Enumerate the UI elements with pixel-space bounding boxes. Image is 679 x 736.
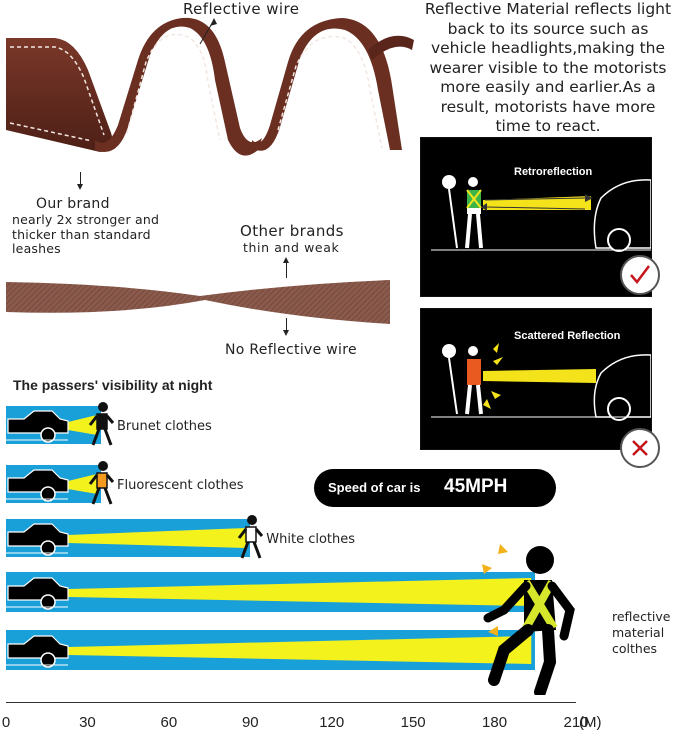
scattered-reflection-title: Scattered Reflection xyxy=(514,330,621,342)
clothes-label: Fluorescent clothes xyxy=(117,478,244,493)
up-arrow-icon xyxy=(286,262,287,278)
visibility-title: The passers' visibility at night xyxy=(13,377,213,393)
check-badge xyxy=(620,255,660,295)
axis-unit: (M) xyxy=(579,714,602,731)
reflective-wire-label: Reflective wire xyxy=(183,0,300,18)
distance-axis-line xyxy=(6,702,576,703)
visibility-row xyxy=(6,630,536,670)
reflective-description: Reflective Material reflects light back … xyxy=(424,0,672,135)
our-brand-title: Our brand xyxy=(36,196,110,212)
axis-tick-label: 210 xyxy=(563,714,589,731)
clothes-label: Brunet clothes xyxy=(117,419,212,434)
pedestrian-icon xyxy=(87,401,115,451)
speed-badge: Speed of car is 45MPH xyxy=(314,469,556,507)
axis-tick-label: 60 xyxy=(160,714,178,731)
axis-tick-label: 30 xyxy=(79,714,96,731)
axis-tick-label: 150 xyxy=(400,714,426,731)
pedestrian-icon xyxy=(236,514,264,564)
retroreflection-title: Retroreflection xyxy=(514,166,593,178)
reflective-runner-icon xyxy=(474,540,584,699)
down-arrow-head-icon xyxy=(283,330,289,336)
axis-tick-label: 90 xyxy=(241,714,259,731)
car-icon xyxy=(7,635,69,659)
visibility-row xyxy=(6,518,251,558)
car-icon xyxy=(7,523,69,547)
axis-tick-label: 0 xyxy=(1,714,11,731)
down-arrow-icon xyxy=(80,172,81,186)
axis-tick-label: 120 xyxy=(319,714,345,731)
down-arrow-icon xyxy=(286,318,287,332)
other-brands-title: Other brands xyxy=(240,222,344,240)
no-reflective-wire-label: No Reflective wire xyxy=(225,342,357,358)
axis-tick-label: 180 xyxy=(482,714,508,731)
scattered-reflection-panel xyxy=(420,308,652,450)
pedestrian-icon xyxy=(87,460,115,510)
check-icon xyxy=(630,265,650,284)
car-icon xyxy=(7,577,69,601)
up-arrow-head-icon xyxy=(283,257,289,263)
visibility-bar xyxy=(6,406,101,444)
visibility-bar xyxy=(6,572,536,612)
visibility-row xyxy=(6,464,101,504)
our-brand-text: nearly 2x stronger and thicker than stan… xyxy=(12,212,160,256)
retroreflection-illustration xyxy=(431,175,651,252)
retroreflection-panel xyxy=(420,137,652,297)
speed-value: 45MPH xyxy=(444,476,508,497)
visibility-bar xyxy=(6,630,536,670)
clothes-label: White clothes xyxy=(266,532,356,547)
visibility-row xyxy=(6,405,101,445)
car-icon xyxy=(7,410,69,434)
reflective-leash-image xyxy=(6,17,414,156)
other-brands-subtitle: thin and weak xyxy=(243,240,340,255)
cross-icon xyxy=(632,440,648,456)
visibility-bar xyxy=(6,465,101,503)
scattered-reflection-illustration xyxy=(431,343,651,421)
down-arrow-head-icon xyxy=(77,184,83,190)
thin-strap-image xyxy=(6,280,390,324)
visibility-bar xyxy=(6,519,251,557)
reflective-material-label: reflective material colthes xyxy=(612,609,671,656)
car-icon xyxy=(7,469,69,493)
visibility-row xyxy=(6,572,536,612)
cross-badge xyxy=(620,428,660,468)
speed-prefix: Speed of car is xyxy=(328,480,421,495)
